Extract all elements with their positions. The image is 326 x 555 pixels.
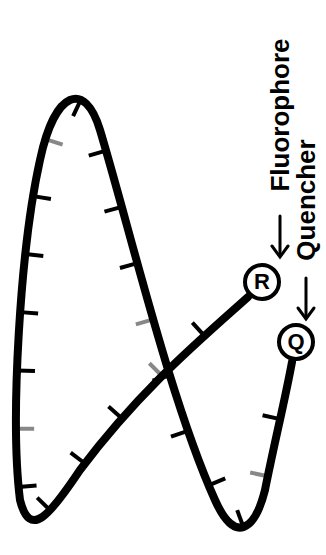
circle-letter: R (254, 271, 270, 293)
circle-letter: Q (287, 331, 304, 353)
component-label: Fluorophore (267, 38, 293, 191)
label-circle: R (243, 263, 281, 301)
label-circle: Q (277, 323, 315, 361)
oligo-strand (16, 99, 292, 528)
component-label: Quencher (293, 139, 319, 260)
